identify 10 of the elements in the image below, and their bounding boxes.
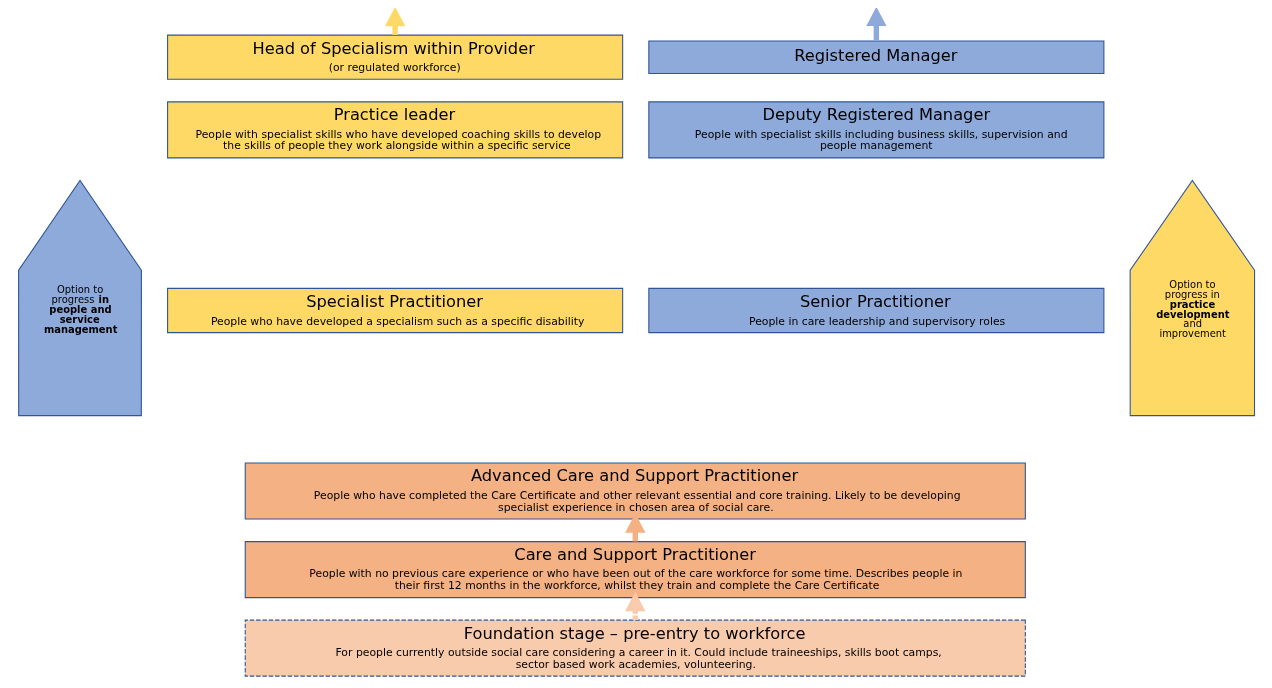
node-box: Registered Manager [647, 40, 1104, 74]
node-box: Specialist Practitioner People who have developed a specialism such as a specific disability [166, 287, 623, 334]
node-box: Practice leader People with specialist skills who have developed coaching skills to develop the skills of people they work alongside within a specific service [166, 101, 623, 159]
node-box: Senior Practitioner People in care leadership and supervisory roles [647, 287, 1104, 334]
node-box: Care and Support Practitioner People with no previous care experience or who have been out of the care workforce for some time. Describes people in their first 12 months in the workforce, whilst they train and complete the Care Certificate [244, 541, 1026, 599]
node-box: Head of Specialism within Provider (or regulated workforce) [166, 34, 623, 80]
arrow [624, 591, 645, 620]
node-box: Advanced Care and Support Practitioner People who have completed the Care Certificate and other relevant essential and core training. Likely to be developing specialist experience in chosen area of social care. [244, 462, 1026, 520]
node-box: Foundation stage – pre-entry to workforce For people currently outside social care considering a career in it. Could include traineeships, skills boot camps, sector based work academies, volunteering. [244, 619, 1026, 677]
node-box: Deputy Registered Manager People with specialist skills including business skills, supervision and people management [647, 101, 1104, 159]
